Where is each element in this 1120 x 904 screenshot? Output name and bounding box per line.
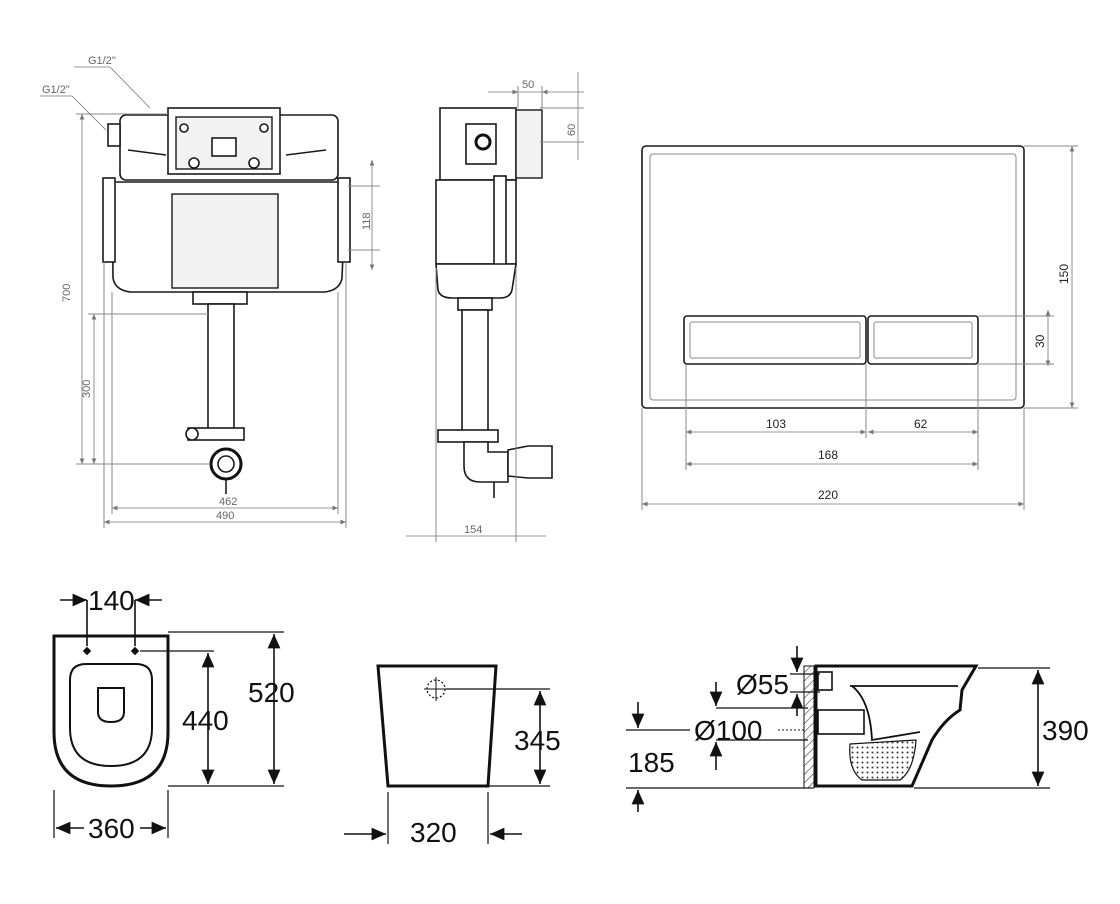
- dim-right-button: 62: [914, 417, 928, 431]
- wall-section: [803, 665, 815, 789]
- dim-width-inner: 462: [219, 496, 237, 508]
- toilet-top-view: 140 520 440 360: [52, 585, 295, 844]
- toilet-front-outline: [376, 664, 498, 788]
- inlet-label-top: G1/2": [88, 55, 116, 67]
- dim-front-height: 345: [514, 725, 561, 756]
- flush-plate-view: 150 30 103 62 168 220: [641, 145, 1078, 510]
- dim-width-outer: 490: [216, 510, 234, 522]
- inlet-fitting: [107, 123, 121, 147]
- dim-hole-to-front: 440: [182, 705, 229, 736]
- cistern-front-view: G1/2" G1/2" 700 300 462 490: [40, 55, 351, 528]
- dim-front-width: 320: [410, 817, 457, 848]
- toilet-side-view: Ø55 Ø100 185 390: [626, 646, 1089, 812]
- dim-inlet-diameter: Ø55: [736, 669, 789, 700]
- dim-plate-width: 220: [818, 488, 838, 502]
- flush-plate-outline: [641, 145, 1025, 409]
- dim-toilet-length: 520: [248, 677, 295, 708]
- dim-hole-spacing: 140: [88, 585, 135, 616]
- toilet-top-outline: [52, 634, 170, 788]
- dim-side-height: 390: [1042, 715, 1089, 746]
- dim-button-height: 30: [1033, 334, 1047, 348]
- dim-toilet-width: 360: [88, 813, 135, 844]
- side-drain-pipe: [461, 309, 489, 433]
- drain-pipe: [207, 303, 235, 435]
- dim-height-total: 700: [61, 284, 73, 302]
- dim-depth-top: 50: [522, 79, 534, 91]
- dim-inlet-height: 60: [566, 124, 578, 136]
- water-trap: [849, 739, 917, 781]
- dim-outlet-diameter: Ø100: [694, 715, 763, 746]
- dim-plate-height: 150: [1057, 264, 1071, 284]
- flush-button-large: [683, 315, 867, 365]
- cistern-front-panel: [171, 193, 279, 289]
- dim-left-button: 103: [766, 417, 786, 431]
- dim-buttons-total: 168: [818, 448, 838, 462]
- flush-button-small: [867, 315, 979, 365]
- dim-bracket: 118: [361, 212, 373, 230]
- side-inlet-thread: [515, 109, 543, 179]
- dim-depth: 154: [464, 524, 482, 536]
- dim-height-outlet: 300: [81, 380, 93, 398]
- dim-outlet-height: 185: [628, 747, 675, 778]
- cistern-side-view: 50 60 118 154: [348, 72, 584, 542]
- side-outlet-bend: [463, 441, 509, 483]
- inlet-label-side: G1/2": [42, 84, 70, 96]
- toilet-front-view: 345 320: [344, 664, 561, 848]
